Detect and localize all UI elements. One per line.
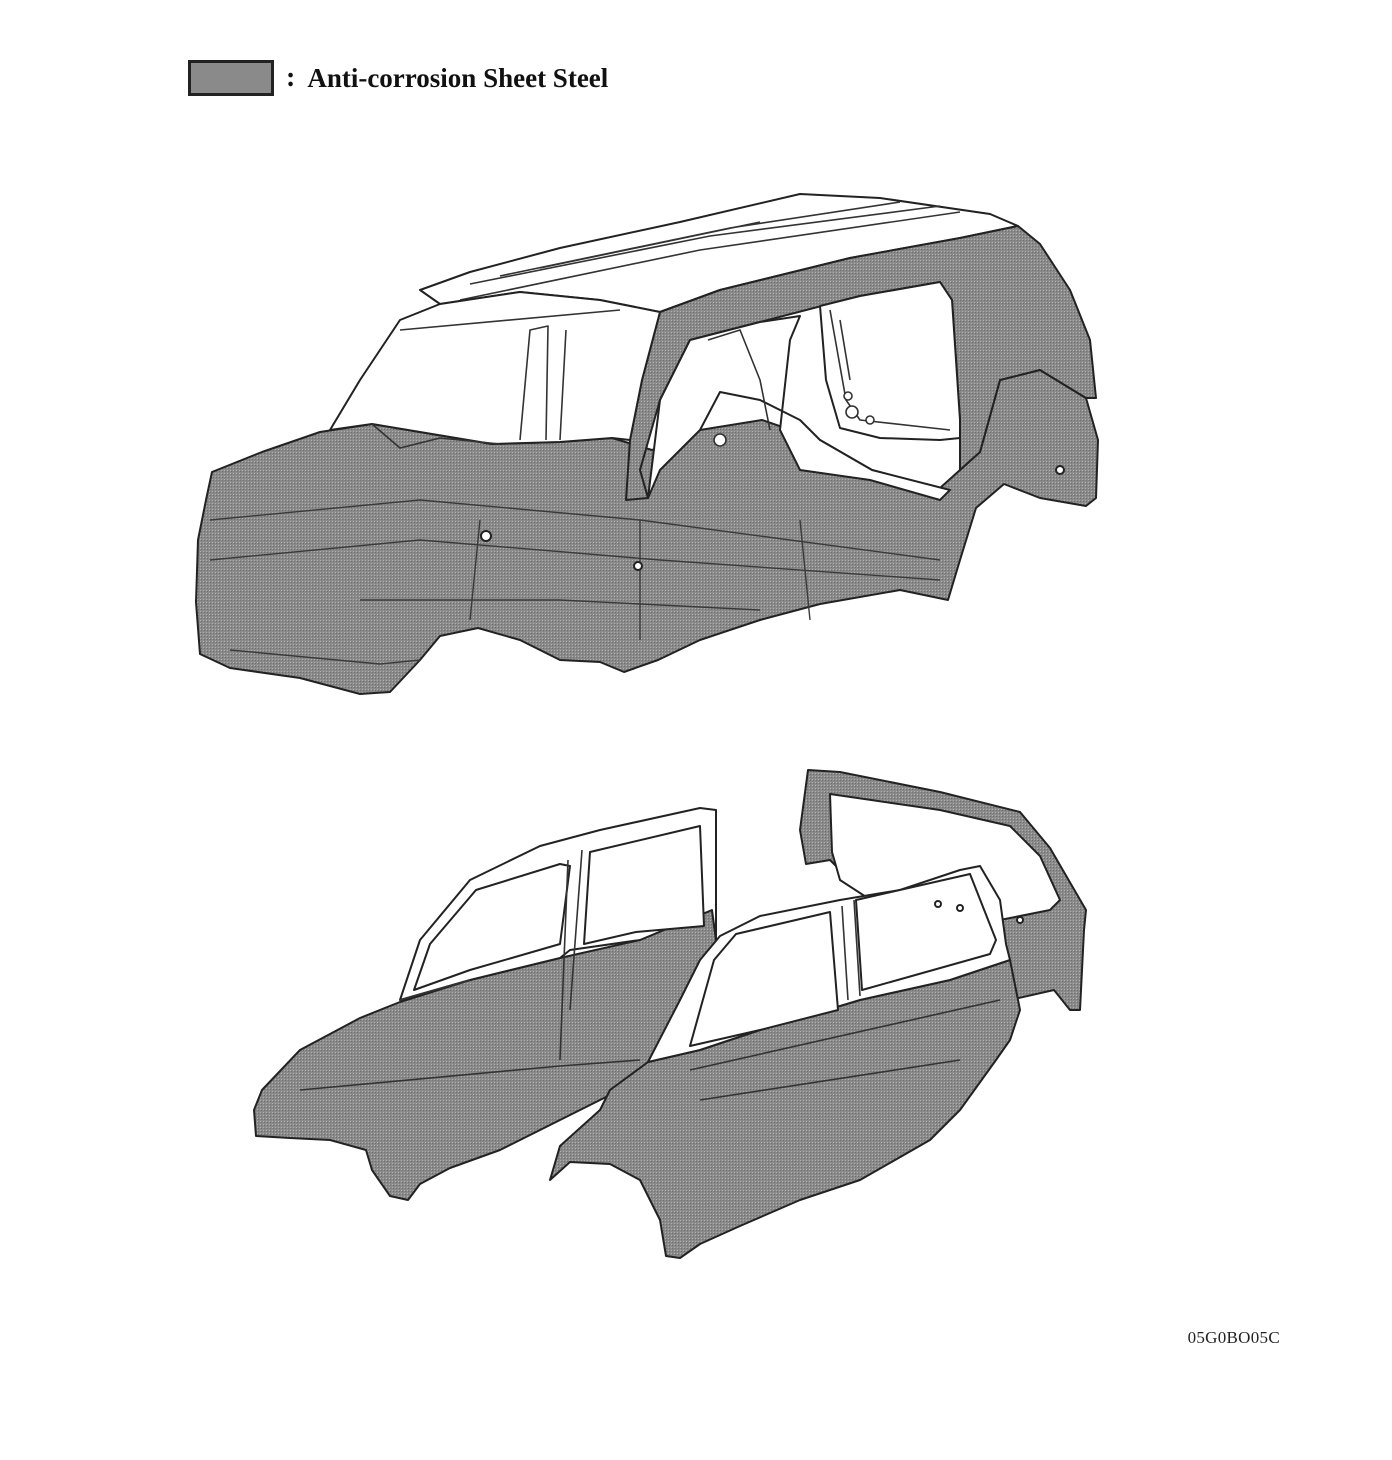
figure-code: 05G0BO05C [1187,1328,1280,1347]
door-panels-illustration [253,769,1087,1259]
legend-label: Anti-corrosion Sheet Steel [307,62,609,93]
legend: : Anti-corrosion Sheet Steel [188,60,608,96]
body-shell-illustration [195,193,1099,695]
legend-swatch [188,60,274,96]
legend-separator: : [286,62,296,93]
